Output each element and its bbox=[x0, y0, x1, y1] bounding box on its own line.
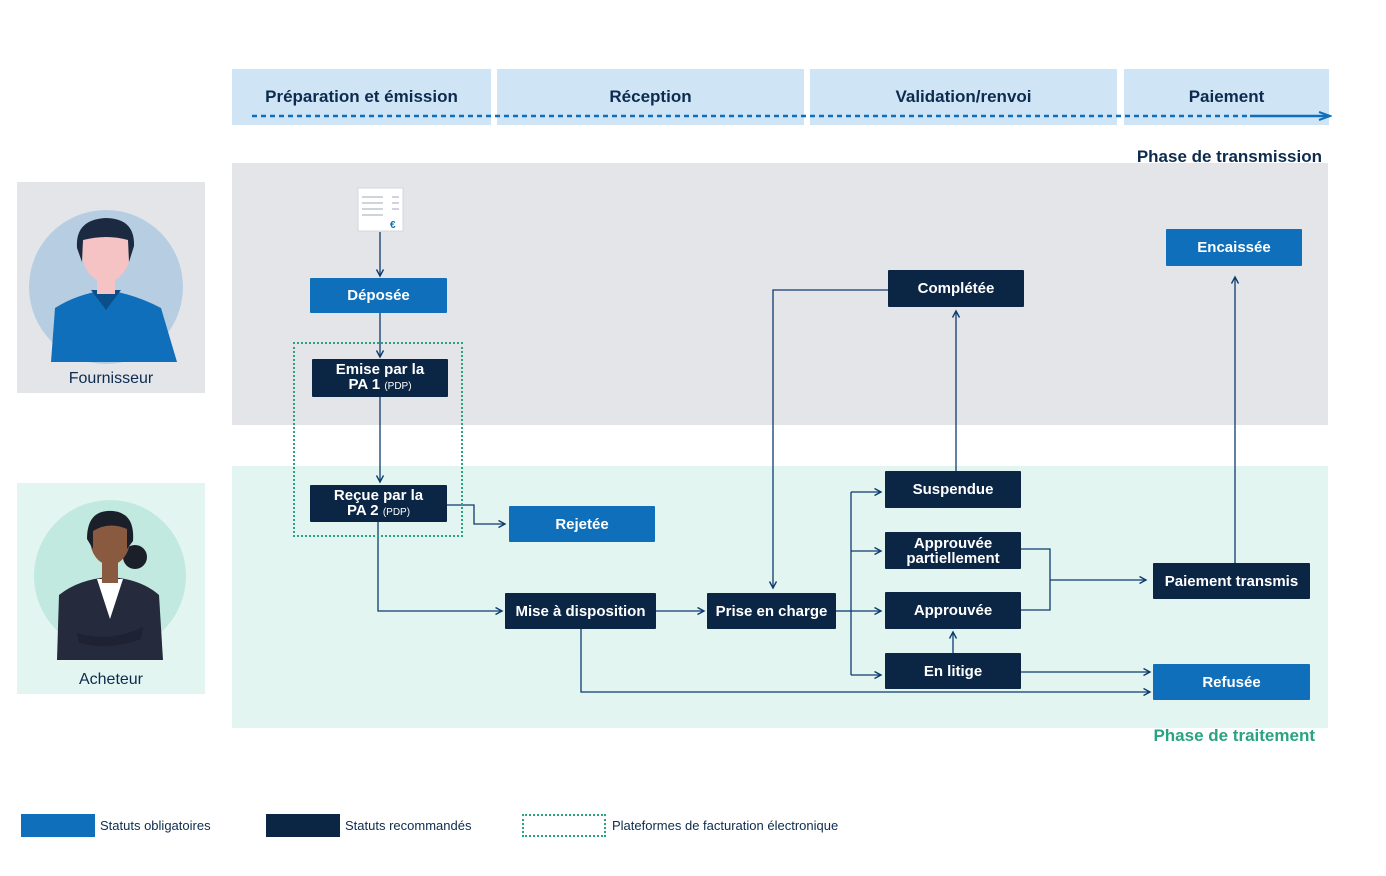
status-completee-label: Complétée bbox=[917, 280, 995, 297]
status-encaissee-label: Encaissée bbox=[1197, 239, 1271, 256]
status-completee: Complétée bbox=[888, 270, 1024, 307]
status-encaissee: Encaissée bbox=[1166, 229, 1302, 266]
status-emise-pdp: (PDP) bbox=[384, 381, 412, 392]
status-emise-pa1: Emise par la PA 1 (PDP) bbox=[312, 359, 448, 397]
actor-card-acheteur: Acheteur bbox=[17, 483, 205, 694]
status-en-litige-label: En litige bbox=[923, 662, 983, 680]
status-emise-line2: PA 1 bbox=[348, 376, 381, 393]
status-approuvee: Approuvée bbox=[885, 592, 1021, 629]
status-recue-pa2: Reçue par la PA 2 (PDP) bbox=[310, 485, 447, 522]
status-paiement-transmis-label: Paiement transmis bbox=[1164, 572, 1299, 590]
e-invoicing-platform-frame bbox=[293, 342, 463, 537]
status-suspendue-label: Suspendue bbox=[912, 481, 994, 498]
actor-card-fournisseur: Fournisseur bbox=[17, 182, 205, 393]
status-mise-a-disposition: Mise à disposition bbox=[505, 593, 656, 629]
transmission-phase-label: Phase de transmission bbox=[1136, 147, 1322, 166]
status-recue-line2: PA 2 bbox=[346, 501, 379, 519]
status-prise-en-charge-label: Prise en charge bbox=[715, 602, 828, 620]
status-emise-line1: Emise par la bbox=[335, 361, 425, 378]
status-suspendue: Suspendue bbox=[885, 471, 1021, 508]
status-refusee-label: Refusée bbox=[1202, 673, 1261, 691]
status-mise-a-disposition-label: Mise à disposition bbox=[515, 602, 646, 620]
actor-name-fournisseur: Fournisseur bbox=[68, 370, 154, 387]
status-approuvee-partiellement: Approuvée partiellement bbox=[885, 532, 1021, 569]
legend-swatch-plateformes bbox=[522, 814, 606, 837]
status-approuvee-partiellement-line1: Approuvée bbox=[913, 534, 993, 552]
status-deposee: Déposée bbox=[310, 278, 447, 313]
legend-label-obligatoires: Statuts obligatoires bbox=[100, 818, 211, 833]
status-prise-en-charge: Prise en charge bbox=[707, 593, 836, 629]
status-rejetee-label: Rejetée bbox=[555, 515, 609, 533]
status-paiement-transmis: Paiement transmis bbox=[1153, 563, 1310, 599]
legend-label-recommandes: Statuts recommandés bbox=[345, 818, 472, 833]
legend-label-plateformes: Plateformes de facturation électronique bbox=[612, 818, 839, 833]
euro-symbol: € bbox=[390, 220, 396, 231]
status-recue-line1: Reçue par la bbox=[333, 486, 424, 504]
legend-swatch-recommandes bbox=[266, 814, 340, 837]
supplier-avatar-icon bbox=[29, 210, 183, 364]
status-recue-pdp: (PDP) bbox=[382, 506, 411, 518]
invoice-document-icon: € bbox=[357, 187, 405, 238]
actor-name-acheteur: Acheteur bbox=[78, 671, 144, 688]
status-approuvee-label: Approuvée bbox=[913, 602, 993, 619]
legend-swatch-obligatoires bbox=[21, 814, 95, 837]
status-deposee-label: Déposée bbox=[347, 287, 410, 304]
status-en-litige: En litige bbox=[885, 653, 1021, 689]
status-rejetee: Rejetée bbox=[509, 506, 655, 542]
traitement-phase-label: Phase de traitement bbox=[1153, 726, 1315, 745]
buyer-avatar-icon bbox=[34, 500, 186, 660]
status-refusee: Refusée bbox=[1153, 664, 1310, 700]
status-approuvee-partiellement-line2: partiellement bbox=[906, 549, 1000, 567]
